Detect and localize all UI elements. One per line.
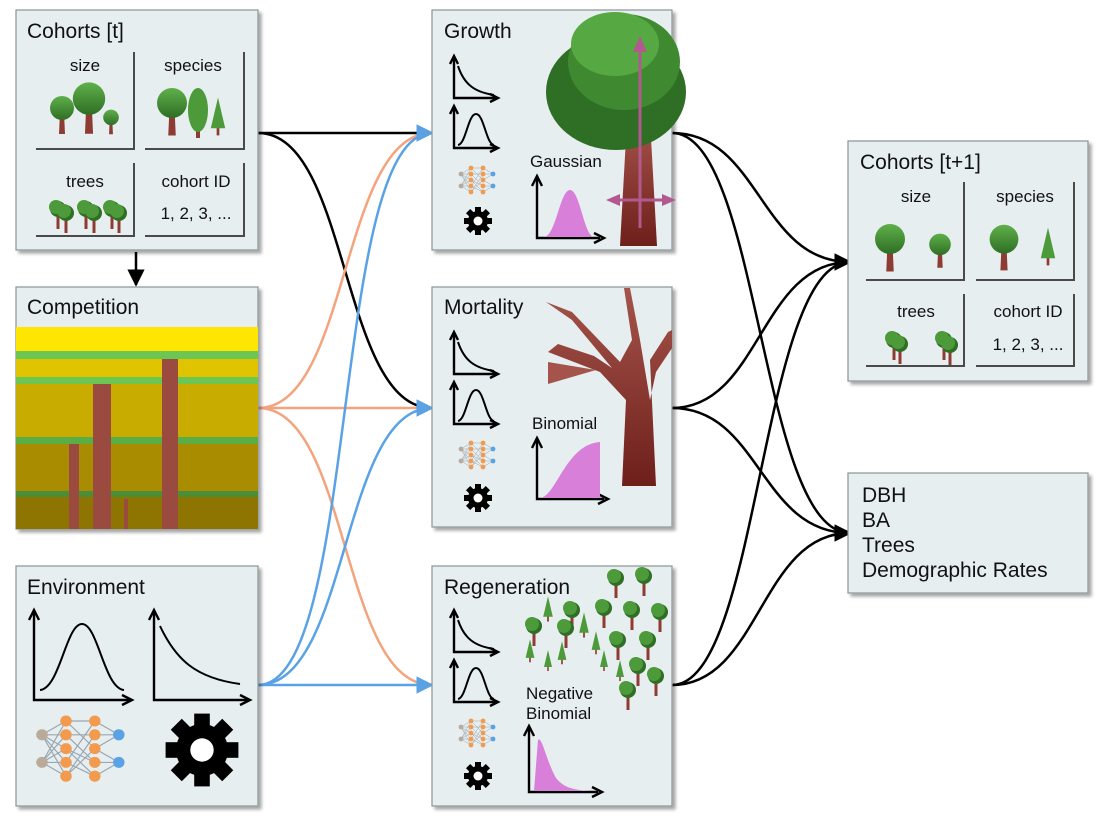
cohorts-t-title: Cohorts [t] <box>27 20 124 43</box>
regeneration-distribution-label-1: Negative <box>526 684 593 703</box>
link-growth-cohorts-next <box>671 131 852 271</box>
cohorts-t-ids: 1, 2, 3, ... <box>161 204 232 223</box>
gaussian-distribution-icon <box>530 173 607 245</box>
cohorts-t-trees-label: trees <box>66 172 104 191</box>
outputs-panel: DBH BA Trees Demographic Rates <box>847 472 1089 594</box>
regeneration-panel: Regeneration <box>431 565 673 807</box>
output-item: DBH <box>862 484 906 507</box>
cohorts-t-cohort-id-label: cohort ID <box>162 172 231 191</box>
gear-icon <box>464 484 492 512</box>
environment-panel: Environment <box>15 565 259 807</box>
cohorts-t1-cohort-id-label: cohort ID <box>994 302 1063 321</box>
light-layers-icon <box>16 327 258 529</box>
output-item: BA <box>862 509 890 532</box>
cohorts-t-size-label: size <box>70 56 100 75</box>
mortality-title: Mortality <box>444 296 524 319</box>
decay-curve-icon <box>147 607 253 707</box>
binomial-distribution-icon <box>530 435 611 506</box>
growth-panel: Growth Gaussian <box>431 9 686 251</box>
regeneration-title: Regeneration <box>444 576 570 599</box>
link-regeneration-cohorts-next <box>671 253 852 687</box>
mortality-distribution-label: Binomial <box>532 414 597 433</box>
gear-icon <box>165 713 239 787</box>
output-item: Trees <box>862 534 915 557</box>
output-item: Demographic Rates <box>862 559 1048 582</box>
link-regeneration-outputs <box>671 524 852 687</box>
cohorts-t1-panel: Cohorts [t+1] size species trees cohort … <box>847 140 1089 382</box>
link-competition-growth <box>257 124 434 410</box>
cohorts-t1-trees-label: trees <box>897 302 935 321</box>
gear-icon <box>464 762 492 790</box>
big-tree-icon <box>546 12 686 246</box>
competition-title: Competition <box>27 296 139 319</box>
gear-icon <box>464 207 492 235</box>
environment-title: Environment <box>27 576 145 599</box>
conifer-icon <box>188 88 226 138</box>
negative-binomial-distribution-icon <box>522 723 605 799</box>
mortality-panel: Mortality Binomial <box>431 286 673 528</box>
link-environment-mortality <box>257 399 434 687</box>
growth-title: Growth <box>444 20 512 43</box>
dead-tree-icon <box>546 288 672 486</box>
competition-panel: Competition <box>15 286 259 530</box>
cohorts-t-species-label: species <box>164 56 222 75</box>
growth-distribution-label: Gaussian <box>530 152 602 171</box>
cohorts-t1-species-label: species <box>996 187 1054 206</box>
cohorts-t-panel: Cohorts [t] size species trees cohort ID… <box>15 9 259 251</box>
bell-curve-icon <box>27 607 135 707</box>
regeneration-distribution-label-2: Binomial <box>526 704 591 723</box>
link-mortality-cohorts-next <box>671 253 852 410</box>
link-environment-growth <box>257 124 434 687</box>
cohorts-t1-ids: 1, 2, 3, ... <box>993 335 1064 354</box>
connection-links <box>127 124 852 694</box>
cohorts-t1-title: Cohorts [t+1] <box>860 151 981 174</box>
cohorts-t1-size-label: size <box>901 187 931 206</box>
